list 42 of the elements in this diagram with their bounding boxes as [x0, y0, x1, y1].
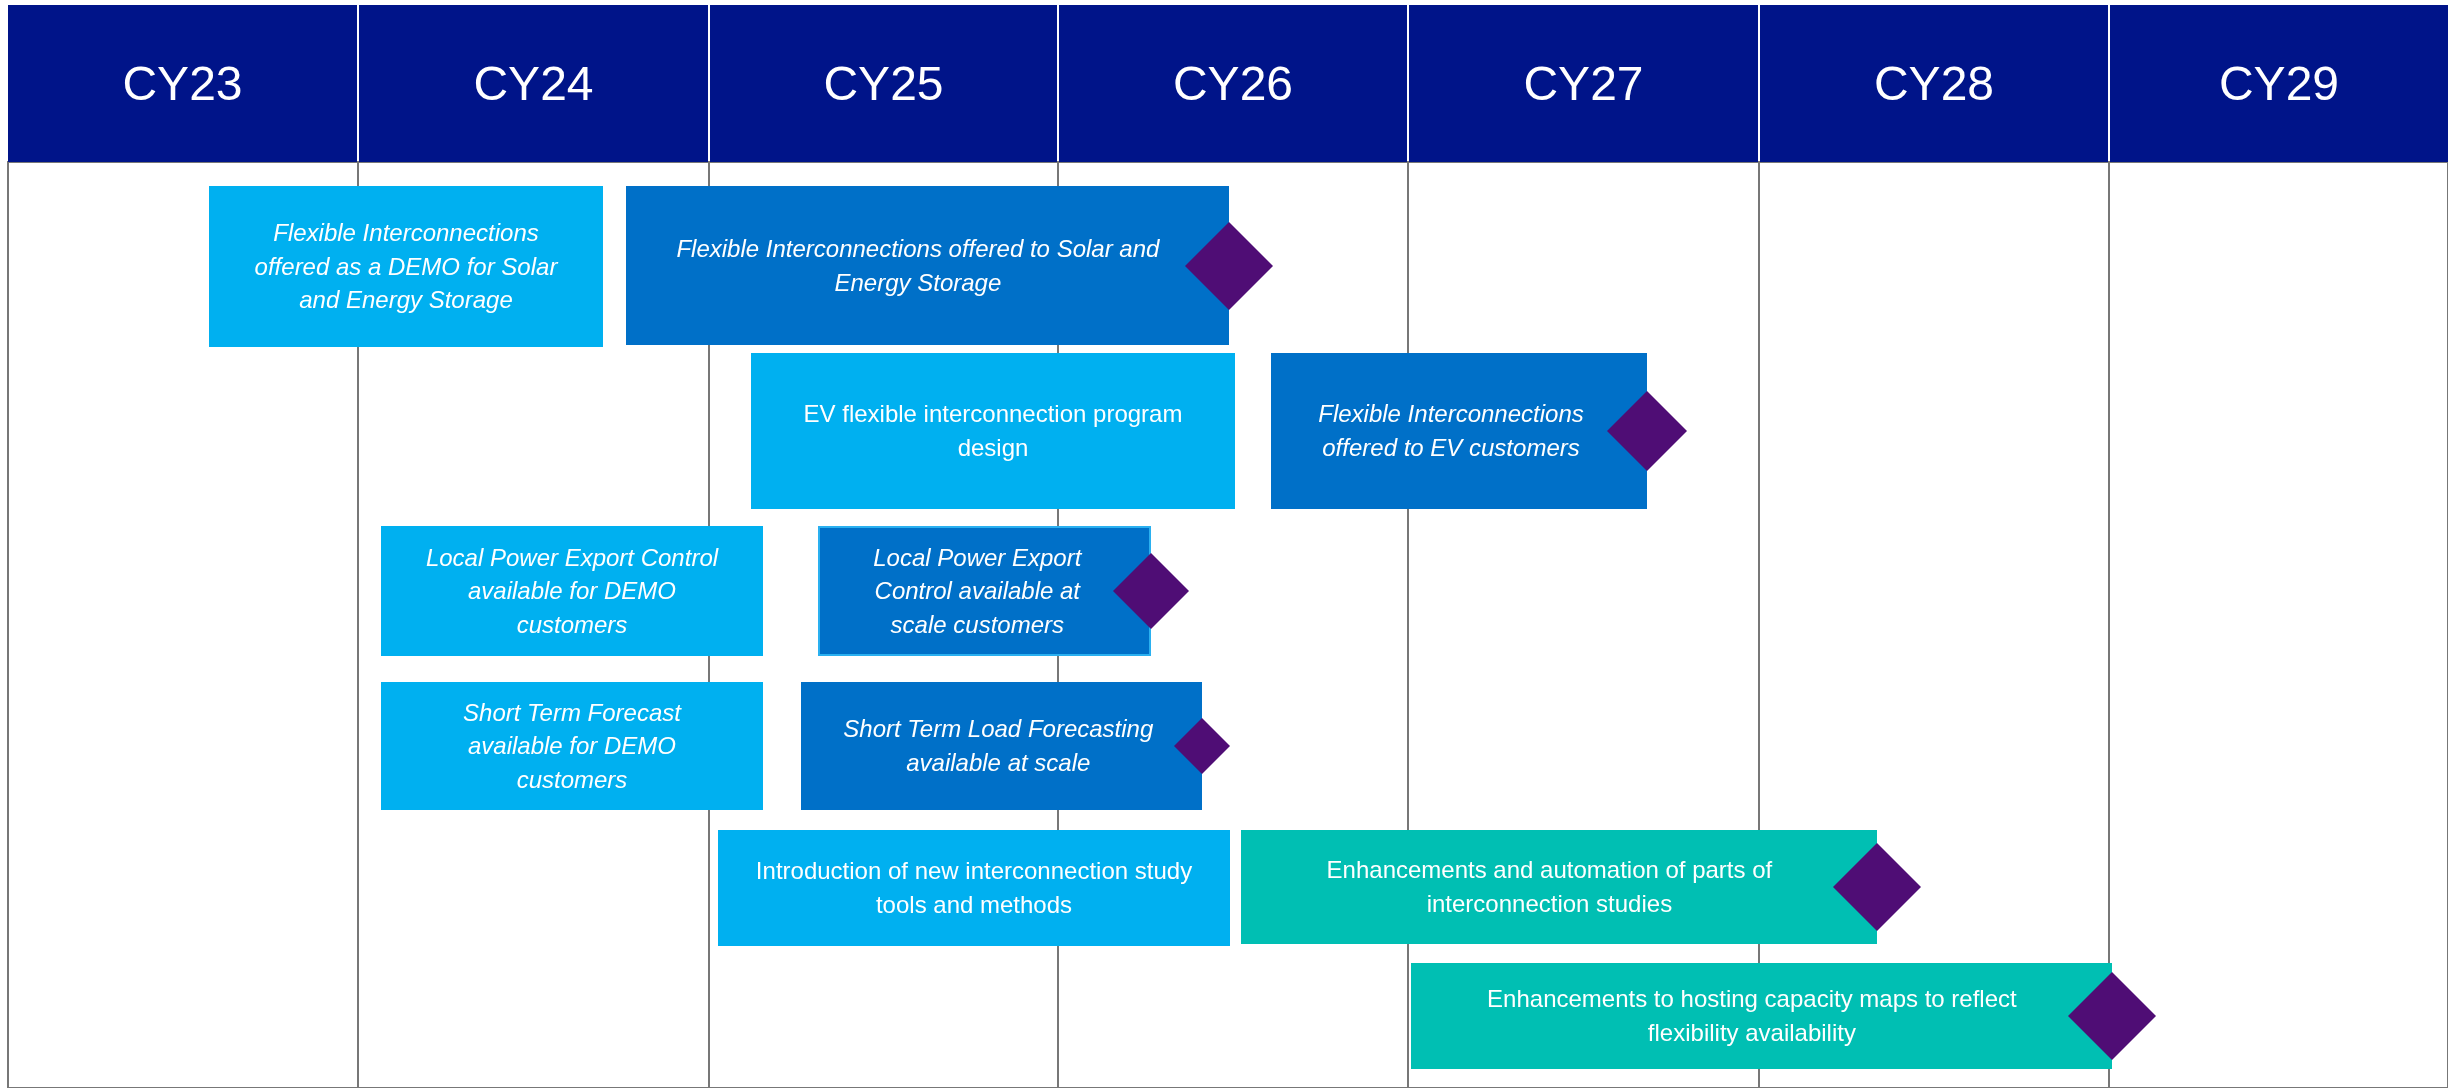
timeline-bar	[718, 830, 1230, 946]
bar-label: Flexible Interconnections offered as a DEMO for Solar and Energy Storage	[253, 218, 560, 316]
bar-label: Enhancements and automation of parts of interconnection studies	[1325, 855, 1774, 919]
timeline-bar	[626, 186, 1229, 345]
timeline-bar	[1241, 830, 1877, 944]
year-label: CY29	[2218, 56, 2340, 111]
bar-label: Short Term Forecast available for DEMO customers	[462, 697, 683, 795]
year-label: CY24	[473, 56, 594, 111]
milestone-diamond	[1185, 221, 1273, 310]
year-header	[710, 5, 1057, 162]
milestone-diamond	[1607, 391, 1687, 471]
bar-label: Introduction of new interconnection study tools and methods	[754, 856, 1194, 920]
milestone-diamond	[1833, 843, 1921, 931]
year-label: CY27	[1523, 56, 1644, 111]
timeline-bar	[209, 186, 603, 347]
milestone-diamond	[1113, 553, 1189, 629]
year-label: CY26	[1172, 56, 1294, 111]
bar-label: Enhancements to hosting capacity maps to reflect flexibility availability	[1486, 984, 2018, 1048]
year-header	[1409, 5, 1758, 162]
timeline-bar	[1271, 353, 1647, 509]
bar-label: Local Power Export Control available at scale customers	[872, 542, 1083, 640]
year-header	[8, 5, 357, 162]
bar-label: EV flexible interconnection program design	[802, 399, 1184, 463]
milestone-diamond	[2068, 972, 2156, 1060]
milestone-diamond	[1174, 718, 1230, 774]
year-label: CY28	[1873, 56, 1995, 111]
timeline-bar	[381, 526, 763, 656]
timeline-bar	[1411, 963, 2112, 1069]
bar-label: Flexible Interconnections offered to EV customers	[1317, 399, 1585, 463]
bar-label: Local Power Export Control available for DEMO customers	[424, 542, 720, 640]
year-label: CY25	[823, 56, 944, 111]
year-label: CY23	[122, 56, 243, 111]
year-header	[359, 5, 708, 162]
timeline-bar	[751, 353, 1235, 509]
bar-label: Short Term Load Forecasting available at scale	[842, 714, 1155, 778]
timeline-bar	[818, 526, 1151, 656]
timeline-bar	[381, 682, 763, 810]
bar-label: Flexible Interconnections offered to Solar and Energy Storage	[675, 233, 1161, 298]
year-header	[1059, 5, 1407, 162]
year-header	[1760, 5, 2108, 162]
year-header	[2110, 5, 2448, 162]
timeline-bar	[801, 682, 1202, 810]
